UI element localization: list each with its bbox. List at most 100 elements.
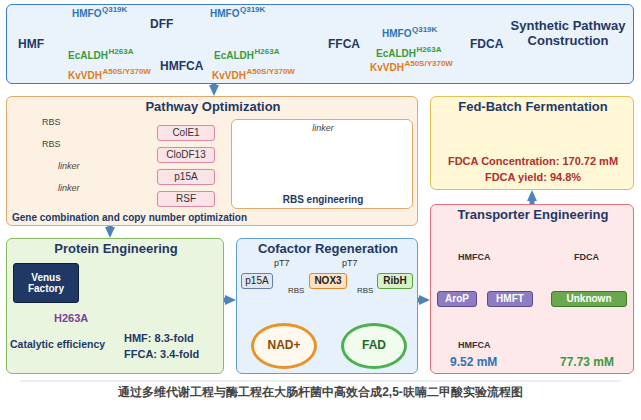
node-label: HMFT [496, 293, 524, 305]
panel-text: FDCA Concentration: 170.72 mM [431, 155, 635, 168]
panel: Fed-Batch FermentationFDCA Concentration… [430, 96, 634, 190]
annotation-label: 77.73 mM [560, 356, 614, 370]
annotation-label: HMFCA [458, 252, 491, 262]
connector [209, 84, 219, 96]
annotation-label: linker [58, 183, 80, 193]
connector-line [212, 84, 217, 85]
node-label: ColE1 [172, 127, 199, 139]
node-label: FDCA [470, 38, 503, 52]
annotation-label: Catalytic efficiency [10, 338, 105, 350]
arrow-head [225, 295, 236, 305]
annotation-label: KvVDH [68, 70, 102, 82]
annotation-label: EcALDH [376, 48, 416, 60]
membrane [432, 288, 632, 308]
component-box: FAD [341, 323, 407, 369]
node-label: p15A [174, 171, 197, 183]
component-box: ColE1 [157, 125, 215, 141]
connector-line [108, 226, 113, 227]
annotation-label: EcALDH [68, 50, 108, 62]
annotation-label: 9.52 mM [450, 356, 497, 370]
panel: Cofactor Regeneration p15A NOX3 RibH NAD+ FAD [236, 238, 418, 374]
component-box: NAD+ [251, 323, 317, 369]
annotation-label: H263A [54, 312, 88, 325]
arrow-head [527, 190, 537, 201]
annotation-label: linker [58, 161, 80, 171]
annotation-label: HMF: 8.3-fold [124, 332, 194, 345]
component-box: NOX3 [309, 273, 347, 289]
node-label: Venus Factory [16, 272, 76, 295]
compound-node: HMF [15, 37, 47, 53]
connector [418, 295, 430, 305]
connector [224, 295, 236, 305]
annotation-label: pT7 [274, 258, 290, 268]
compound-node: FFCA [325, 37, 363, 53]
annotation-label: HMFCA [458, 340, 491, 350]
node-label: AroP [445, 293, 469, 305]
mutation-superscript: A50S/Y370W [404, 59, 452, 68]
annotation-label: RBS [288, 286, 304, 295]
annotation-label: FDCA [574, 252, 599, 262]
node-label: FFCA [328, 38, 360, 52]
divider-line [20, 381, 621, 382]
node-label: NOX3 [314, 275, 341, 287]
component-box: p15A [241, 273, 273, 289]
panel-text: RBS engineering [232, 194, 414, 206]
panel-heading: Transporter Engineering [431, 208, 635, 223]
annotation-label: KvVDH [370, 62, 404, 74]
compound-node: HMFCA [157, 59, 206, 75]
component-box: RSF [157, 191, 215, 207]
node-label: p15A [245, 275, 268, 287]
connector-line [418, 298, 419, 303]
node-label: HMF [18, 38, 44, 52]
node-label: DFF [150, 18, 173, 32]
mutation-superscript: A50S/Y370W [246, 67, 294, 76]
arrow-head [419, 295, 430, 305]
node-label: FAD [362, 339, 386, 353]
annotation-label: RBS [42, 117, 61, 127]
annotation-label: RBS [42, 139, 61, 149]
connector-line [224, 298, 225, 303]
annotation-label: EcALDH [214, 50, 254, 62]
panel: linkerRBS engineering [231, 119, 413, 209]
connector [105, 226, 115, 238]
annotation-label: FFCA: 3.4-fold [124, 348, 199, 361]
annotation-label: KvVDH [212, 70, 246, 82]
mutation-superscript: A50S/Y370W [102, 67, 150, 76]
arrow-head [105, 227, 115, 238]
annotation-label: Gene combination and copy number optimiz… [12, 212, 247, 224]
panel-heading: Pathway Optimization [123, 100, 303, 115]
component-box: CloDF13 [157, 147, 215, 163]
node-label: CloDF13 [166, 149, 205, 161]
mutation-superscript: H263A [109, 47, 134, 56]
mutation-superscript: Q319K [102, 5, 127, 14]
panel-heading: Fed-Batch Fermentation [431, 100, 635, 115]
component-box: HMFT [487, 291, 533, 307]
panel-heading: Cofactor Regeneration [237, 242, 419, 257]
compound-node: FDCA [467, 37, 506, 53]
node-label: RibH [383, 275, 406, 287]
panel-text: FDCA yield: 94.8% [431, 171, 635, 184]
component-box: RibH [377, 273, 413, 289]
mutation-superscript: Q319K [240, 5, 265, 14]
annotation-label: HMFO [210, 8, 239, 20]
figure-caption: 通过多维代谢工程与酶工程在大肠杆菌中高效合成2,5-呋喃二甲酸实验流程图 [0, 386, 641, 400]
annotation-label: RBS [357, 286, 373, 295]
panel-heading: linker [232, 123, 414, 133]
annotation-label: HMFO [382, 28, 411, 40]
mutation-superscript: H263A [255, 47, 280, 56]
annotation-label: pT7 [342, 258, 358, 268]
mutation-superscript: H263A [417, 45, 442, 54]
component-box: Unknown [551, 291, 627, 307]
mutation-superscript: Q319K [412, 25, 437, 34]
connector [527, 190, 537, 204]
component-box: AroP [437, 291, 477, 307]
component-box: p15A [157, 169, 215, 185]
annotation-label: HMFO [72, 8, 101, 20]
component-box: Venus Factory [13, 263, 79, 303]
node-label: RSF [176, 193, 196, 205]
panel-heading: Synthetic Pathway Construction [505, 19, 631, 49]
node-label: HMFCA [160, 60, 203, 74]
panel-heading: Protein Engineering [7, 242, 225, 257]
arrow-head [209, 85, 219, 96]
